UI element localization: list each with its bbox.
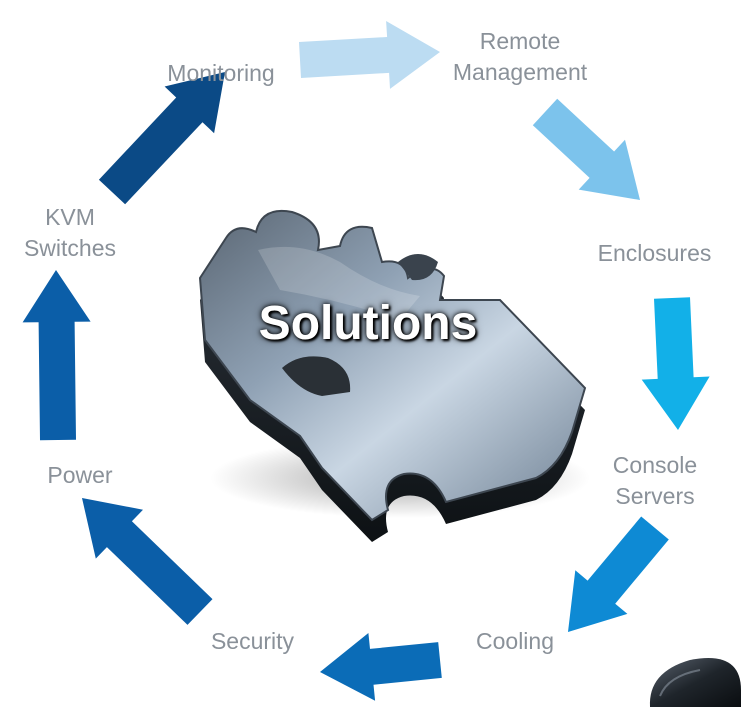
arrow-console-servers-to-cooling xyxy=(568,516,669,632)
puzzle-piece-graphic xyxy=(198,210,590,542)
label-line: Power xyxy=(47,462,113,488)
label-cooling: Cooling xyxy=(460,626,570,657)
arrow-power-to-kvm-switches xyxy=(22,270,91,441)
label-line: Monitoring xyxy=(167,60,275,86)
label-line: Remote xyxy=(479,28,561,54)
label-power: Power xyxy=(30,460,130,491)
arrow-kvm-switches-to-monitoring xyxy=(98,72,225,205)
arrow-monitoring-to-remote-management xyxy=(299,21,440,89)
label-line: Security xyxy=(210,628,295,654)
label-enclosures: Enclosures xyxy=(582,238,727,269)
label-line: Switches xyxy=(23,235,117,261)
label-line: KVM xyxy=(45,204,95,230)
label-remote-management: Remote Management xyxy=(440,26,600,88)
label-line: Servers xyxy=(615,483,695,509)
label-security: Security xyxy=(195,626,310,657)
dark-knob-graphic xyxy=(649,658,741,707)
cycle-arrows xyxy=(22,21,710,701)
center-title: Solutions xyxy=(258,297,478,350)
arrow-security-to-power xyxy=(82,498,213,625)
arrow-remote-management-to-enclosures xyxy=(532,98,640,200)
arrow-enclosures-to-console-servers xyxy=(641,297,710,430)
label-line: Console xyxy=(612,452,698,478)
label-line: Cooling xyxy=(476,628,554,654)
label-kvm-switches: KVM Switches xyxy=(10,202,130,264)
arrow-cooling-to-security xyxy=(320,633,442,701)
label-line: Enclosures xyxy=(597,240,712,266)
label-console-servers: Console Servers xyxy=(590,450,720,512)
label-monitoring: Monitoring xyxy=(146,58,296,89)
label-line: Management xyxy=(452,59,588,85)
